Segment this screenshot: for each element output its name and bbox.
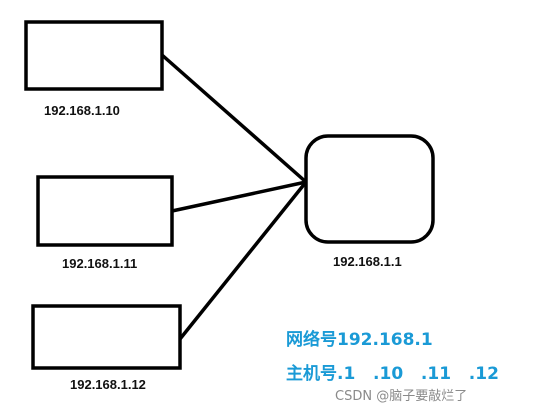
link-host-1 [160,53,308,184]
host-box-3 [31,304,182,370]
host-number-note: 主机号.1 .10 .11 .12 [286,363,499,384]
router-ip-label: 192.168.1.1 [333,254,402,269]
host-ip-label-2: 192.168.1.11 [62,256,137,271]
watermark: CSDN @脑子要敲烂了 [335,388,467,404]
host-box-2 [36,175,174,247]
router-box [304,134,435,244]
network-number-note: 网络号192.168.1 [286,329,433,350]
host-box-1 [24,20,164,91]
host-ip-label-3: 192.168.1.12 [70,377,146,392]
host-ip-label-1: 192.168.1.10 [44,103,120,118]
link-host-2 [171,180,307,213]
link-host-3 [178,180,308,341]
